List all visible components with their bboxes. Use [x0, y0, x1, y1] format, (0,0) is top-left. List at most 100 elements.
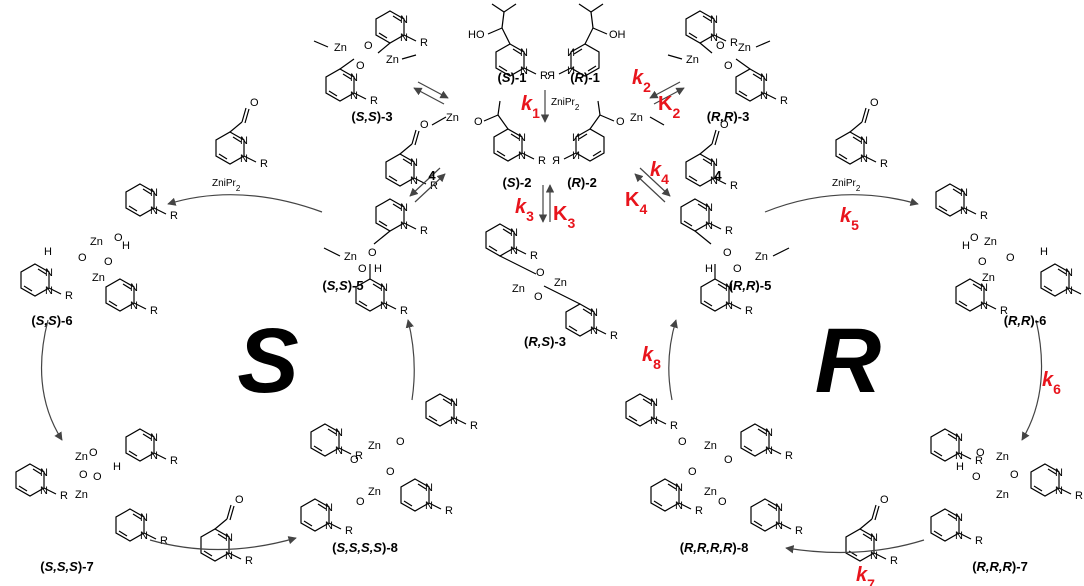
equilibrium-ss5 — [409, 167, 446, 203]
oxygen-label: O — [536, 267, 545, 279]
zinc-label: Zn — [996, 489, 1009, 501]
oxygen-label: O — [534, 291, 543, 303]
rr5-to-rr6-arrow — [764, 194, 919, 213]
zinc-label: Zn — [984, 236, 997, 248]
zinc-label: Zn — [75, 451, 88, 463]
rrrr8-to-rr5-arrow — [668, 319, 678, 401]
oxygen-label: O — [356, 60, 365, 72]
oxygen-label: O — [93, 471, 102, 483]
structure-aldehyde-upper-right: O — [835, 97, 889, 171]
zinc-label: Zn — [686, 54, 699, 66]
rate-K4: K4 — [625, 189, 647, 217]
reagent-zniPr2-right: ZniPr2 — [832, 178, 861, 193]
zinc-label: Zn — [368, 440, 381, 452]
oxygen-label: O — [970, 232, 979, 244]
hydroxyl-label: HO — [468, 29, 485, 41]
hydride-label: H — [113, 461, 121, 473]
label-ss-3: (S,S)-3 — [351, 109, 392, 124]
equilibrium-rr5 — [634, 167, 671, 203]
label-sss-7: (S,S,S)-7 — [40, 559, 93, 574]
structure-aldehyde-lower-left: O — [200, 494, 254, 568]
zinc-label: Zn — [738, 42, 751, 54]
oxygen-label: O — [716, 40, 725, 52]
label-s-2: (S)-2 — [503, 175, 532, 190]
hydride-label: H — [962, 240, 970, 252]
structure-aldehyde-lower-right: O — [845, 494, 899, 568]
rate-k7: k7 — [856, 564, 875, 586]
structure-s-1: HO — [468, 3, 549, 83]
oxygen-label: O — [733, 263, 742, 275]
zinc-label: Zn — [386, 54, 399, 66]
rate-k1: k1 — [521, 93, 540, 121]
structure-ss-6: Zn Zn O O O H H — [20, 183, 179, 318]
label-r-2: (R)-2 — [567, 175, 597, 190]
rate-k3: k3 — [515, 196, 534, 224]
rate-k5: k5 — [840, 205, 859, 233]
zinc-label: Zn — [704, 486, 717, 498]
zinc-label: Zn — [334, 42, 347, 54]
zinc-label: Zn — [90, 236, 103, 248]
oxygen-label: O — [972, 471, 981, 483]
oxygen-label: O — [1006, 252, 1015, 264]
structure-sss-7: Zn Zn O O O H — [15, 428, 179, 548]
oxygen-label: O — [723, 247, 732, 259]
equilibrium-rr3 — [649, 81, 685, 105]
hydride-label: H — [1040, 246, 1048, 258]
oxygen-label: O — [870, 97, 879, 109]
oxygen-label: O — [616, 116, 625, 128]
rate-k2: k2 — [632, 67, 651, 95]
oxygen-label: O — [368, 247, 377, 259]
oxygen-label: O — [356, 496, 365, 508]
structure-aldehyde-4-right: O — [685, 119, 739, 193]
ss6-to-sss7-arrow — [40, 319, 63, 441]
reagent-zniPr2-left: ZniPr2 — [212, 178, 241, 193]
zinc-label: Zn — [982, 272, 995, 284]
hydride-label: H — [122, 240, 130, 252]
oxygen-label: O — [396, 436, 405, 448]
oxygen-label: O — [688, 466, 697, 478]
hydride-label: H — [44, 246, 52, 258]
zinc-label: Zn — [755, 251, 768, 263]
equilibrium-ss3 — [413, 81, 449, 105]
oxygen-label: O — [386, 466, 395, 478]
rate-k4: k4 — [650, 159, 669, 187]
oxygen-label: O — [724, 454, 733, 466]
hydride-label: H — [374, 263, 382, 275]
structure-aldehyde-upper-left: O — [215, 97, 269, 171]
ss5-to-ss6-arrow — [167, 194, 323, 213]
zinc-label: Zn — [996, 451, 1009, 463]
zinc-label: Zn — [368, 486, 381, 498]
structure-rrrr-8: Zn Zn O O O O — [625, 393, 804, 538]
oxygen-label: O — [350, 454, 359, 466]
r-cycle-label: R — [815, 310, 881, 412]
oxygen-label: O — [364, 40, 373, 52]
label-aldehyde-4-left: 4 — [428, 168, 436, 183]
oxygen-label: O — [78, 252, 87, 264]
structure-rs-3: O Zn Zn O — [485, 223, 619, 343]
structure-ssss-8: Zn Zn O O O O — [300, 393, 479, 538]
label-rr-5: (R,R)-5 — [729, 278, 772, 293]
oxygen-label: O — [724, 60, 733, 72]
rate-k6: k6 — [1042, 369, 1061, 397]
oxygen-label: O — [474, 116, 483, 128]
equilibrium-rs3 — [538, 184, 555, 223]
oxygen-label: O — [79, 469, 88, 481]
ssss8-to-ss5-arrow — [405, 319, 415, 401]
label-ssss-8: (S,S,S,S)-8 — [332, 540, 398, 555]
label-rs-3: (R,S)-3 — [524, 334, 566, 349]
oxygen-label: O — [104, 256, 113, 268]
hydride-label: H — [956, 461, 964, 473]
oxygen-label: O — [235, 494, 244, 506]
oxygen-label: O — [89, 447, 98, 459]
label-s-1: (S)-1 — [498, 70, 527, 85]
oxygen-label: O — [880, 494, 889, 506]
label-rrr-7: (R,R,R)-7 — [972, 559, 1028, 574]
label-aldehyde-4-right: 4 — [714, 168, 722, 183]
structure-rrr-7: Zn Zn O O O H — [930, 428, 1084, 548]
rrr7-to-rrrr8-arrow — [785, 539, 925, 554]
oxygen-label: O — [976, 447, 985, 459]
rate-K3: K3 — [553, 203, 575, 231]
zinc-label: Zn — [446, 112, 459, 124]
oxygen-label: O — [718, 496, 727, 508]
label-ss-6: (S,S)-6 — [31, 313, 72, 328]
